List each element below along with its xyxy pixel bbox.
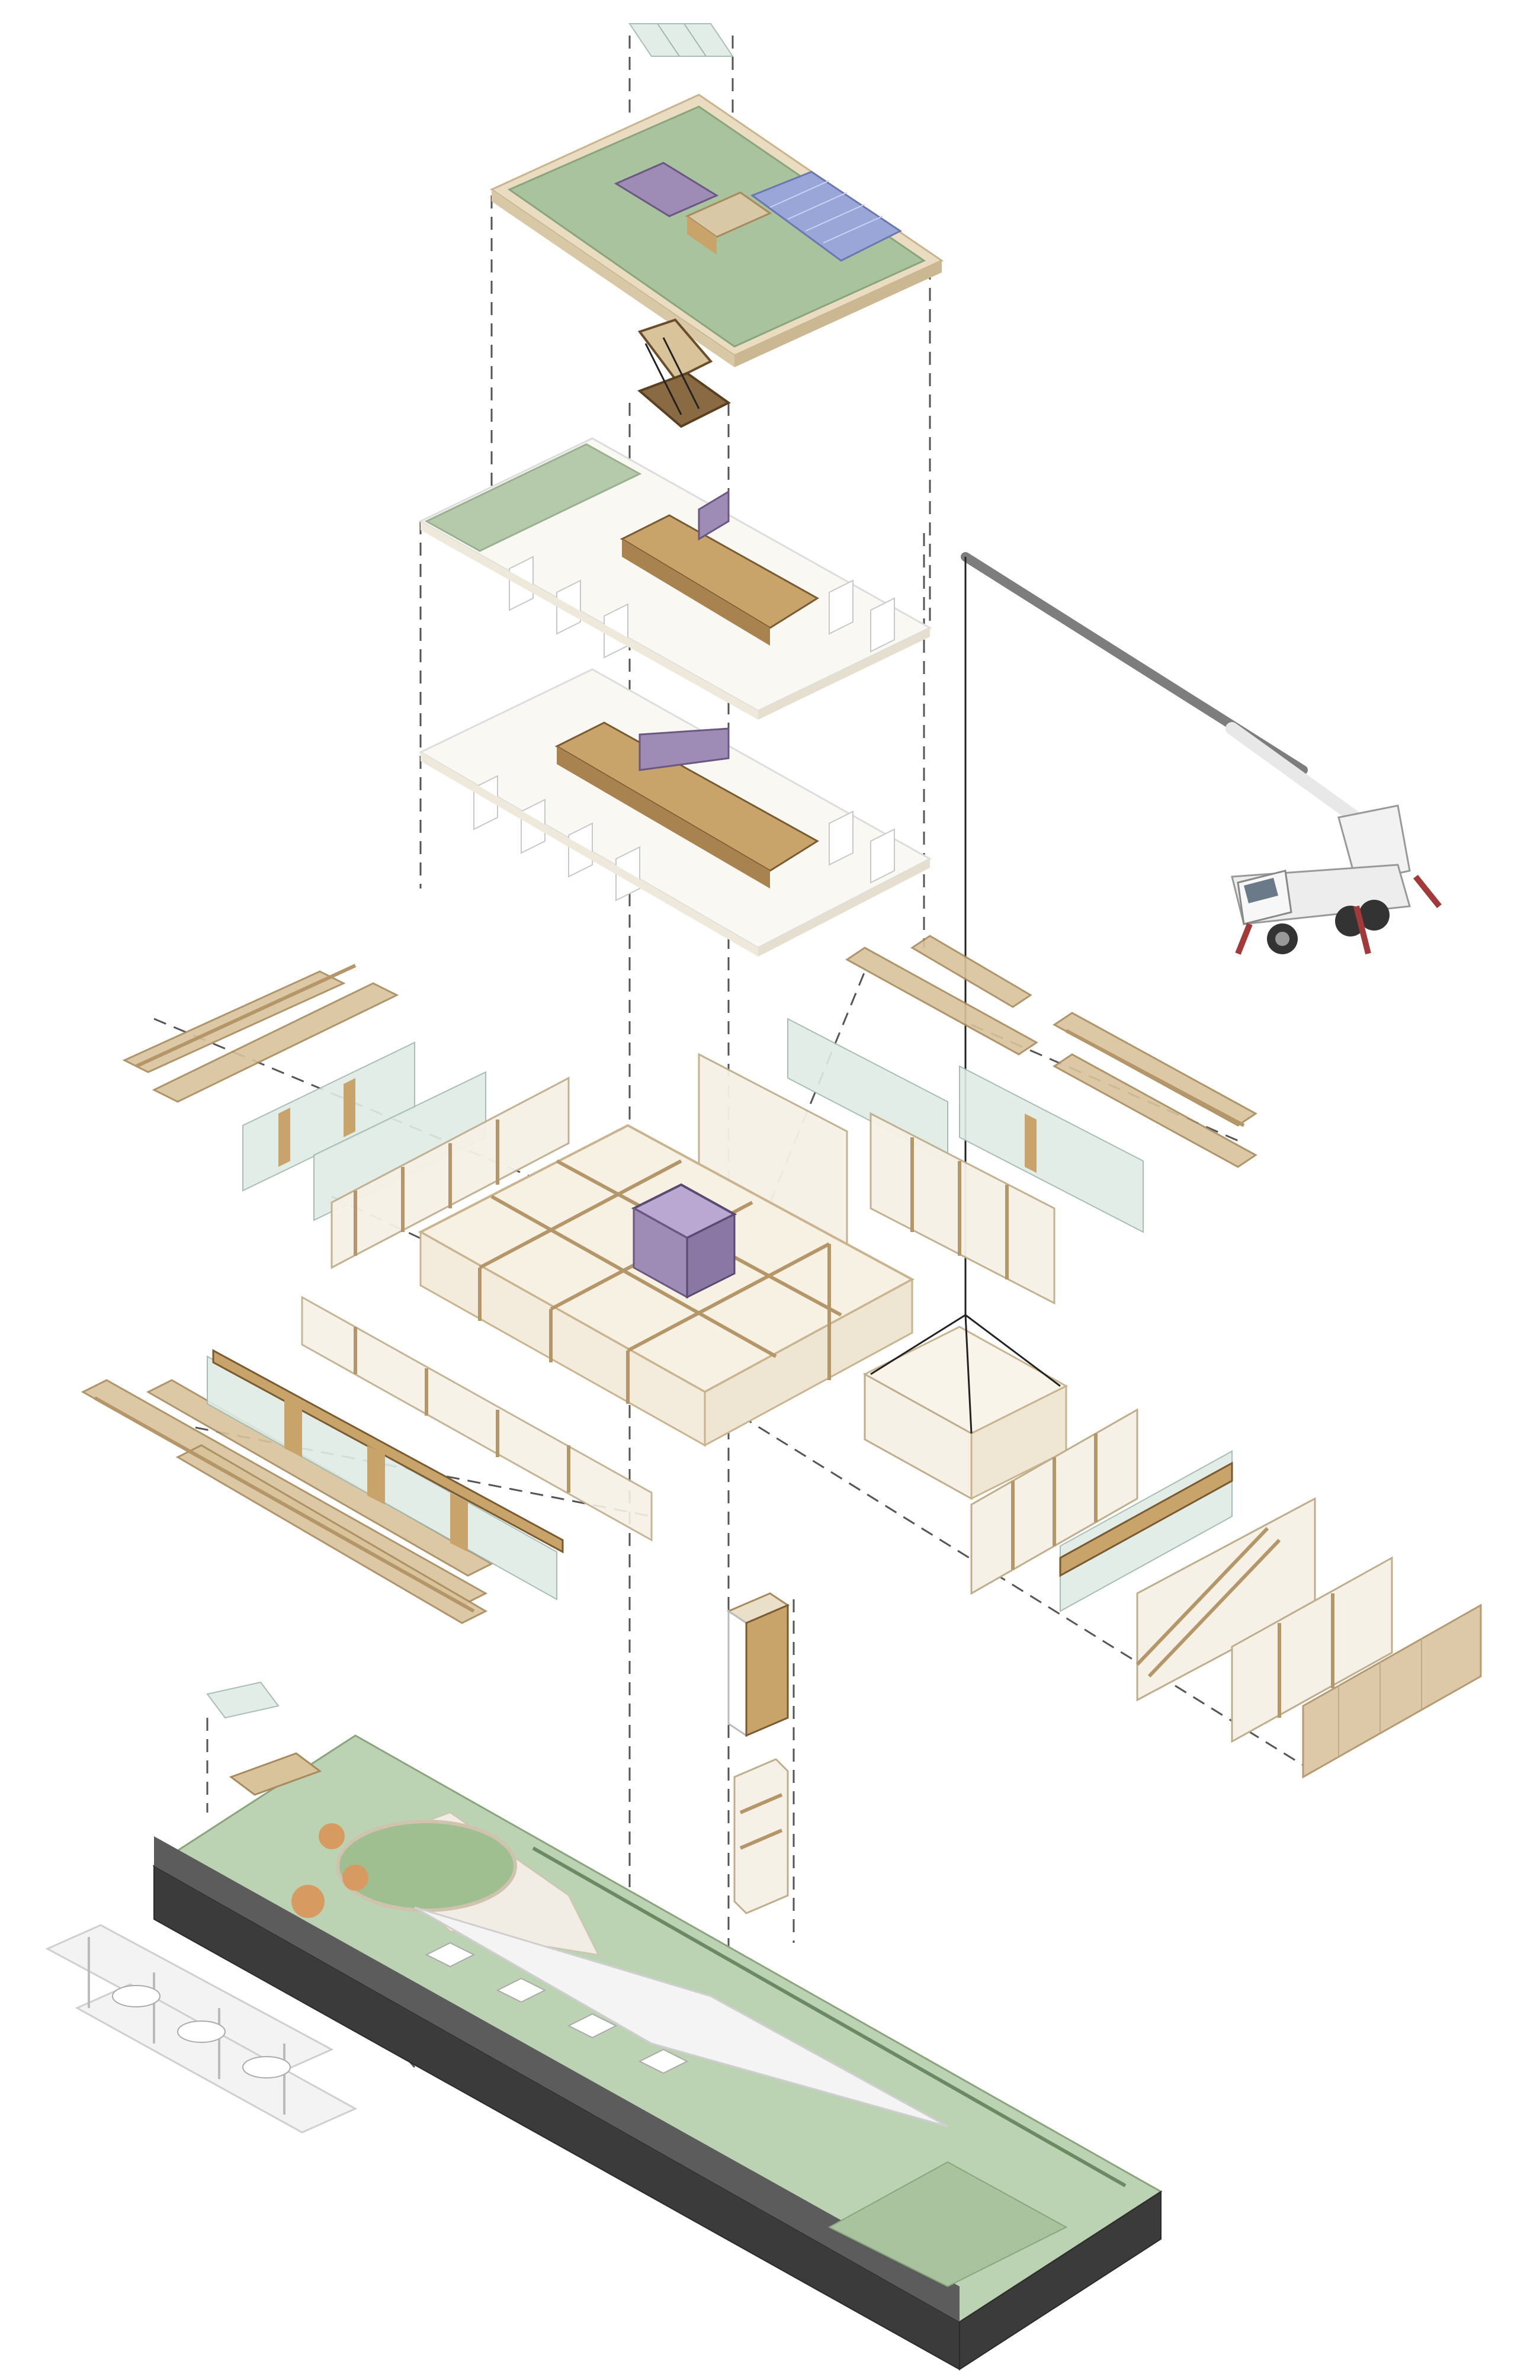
- facade-panels-upper-left: [122, 964, 570, 1269]
- upper-office-floor: [418, 437, 932, 720]
- parking-racks: [45, 1924, 358, 2134]
- skylight: [628, 23, 734, 57]
- parking-garage: [153, 1836, 1162, 2371]
- facade-panels-lower-left: [81, 1295, 653, 1624]
- stair: [637, 318, 731, 428]
- elevator-shaft: [631, 1183, 737, 1299]
- solar-panels: [750, 171, 902, 262]
- hoisted-module: [862, 1314, 1069, 1500]
- stair-core-module: [726, 1592, 790, 1914]
- facade-panels-lower-right: [970, 1408, 1482, 1779]
- lower-office-floor: [418, 668, 932, 957]
- facade-panels-upper-right: [698, 935, 1257, 1305]
- mobile-crane: [961, 552, 1442, 1315]
